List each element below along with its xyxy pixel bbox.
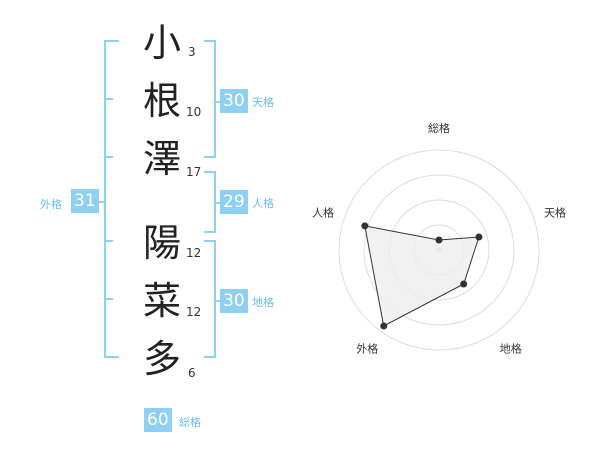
left-tick-4 <box>104 298 113 300</box>
radar-point-4 <box>380 322 388 330</box>
gaikaku-value: 31 <box>71 189 99 213</box>
jinkaku-bracket <box>204 171 216 233</box>
name-char-2: 根 <box>142 79 181 123</box>
radar-point-2 <box>475 233 483 241</box>
soukaku-value: 60 <box>144 408 172 432</box>
radar-ring-3 <box>363 174 515 326</box>
radar-point-1 <box>435 236 443 244</box>
name-char-3: 澤 <box>142 137 181 181</box>
stroke-count-5: 12 <box>186 305 202 319</box>
stroke-count-6: 6 <box>188 366 196 380</box>
radar-point-5 <box>361 222 369 230</box>
jinkaku-value: 29 <box>220 190 248 214</box>
soukaku-label: 総格 <box>179 416 201 429</box>
radar-ring-4 <box>338 149 540 351</box>
name-char-4: 陽 <box>142 221 181 265</box>
left-tick-2 <box>104 156 113 158</box>
radar-point-3 <box>460 280 468 288</box>
radar-axis-label-3: 地格 <box>500 342 522 356</box>
left-tick-3 <box>104 240 113 242</box>
stroke-count-3: 17 <box>186 165 202 179</box>
tenkaku-label: 天格 <box>252 96 274 109</box>
stroke-count-2: 10 <box>186 105 202 119</box>
radar-axis-label-1: 総格 <box>428 121 450 135</box>
gaikaku-bracket <box>104 40 119 358</box>
radar-axis-label-4: 外格 <box>356 342 378 356</box>
stroke-count-1: 3 <box>188 45 196 59</box>
radar-axis-label-2: 天格 <box>544 205 566 219</box>
gaikaku-label: 外格 <box>40 198 62 211</box>
name-char-5: 菜 <box>142 279 181 323</box>
jinkaku-label: 人格 <box>252 197 274 210</box>
tenkaku-value: 30 <box>220 89 248 113</box>
radar-polygon <box>364 225 480 327</box>
name-char-6: 多 <box>142 337 181 381</box>
chikaku-label: 地格 <box>252 296 274 309</box>
name-char-1: 小 <box>142 21 181 65</box>
chikaku-bracket <box>204 240 216 358</box>
tenkaku-bracket <box>204 40 216 158</box>
jinkaku-connector <box>216 202 222 204</box>
left-tick-1 <box>104 98 113 100</box>
stroke-count-4: 12 <box>186 246 202 260</box>
chikaku-value: 30 <box>220 289 248 313</box>
radar-axis-label-5: 人格 <box>312 205 334 219</box>
chikaku-connector <box>216 300 222 302</box>
tenkaku-connector <box>216 101 222 103</box>
